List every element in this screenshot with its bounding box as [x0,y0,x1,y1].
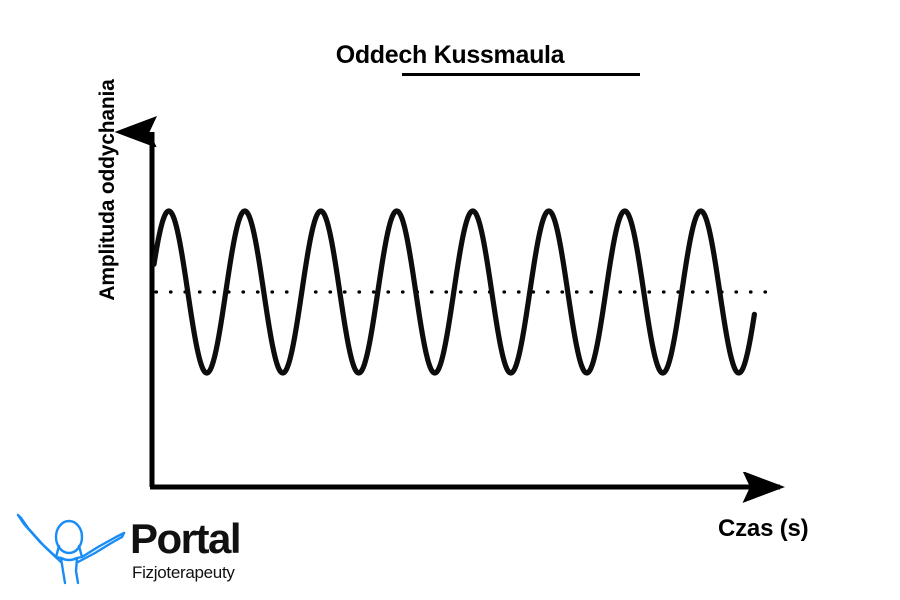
brand-logo: Portal Fizjoterapeuty [8,505,268,595]
breathing-waveform [151,208,757,376]
logo-wordmark: Portal [130,515,242,562]
logo-subtitle: Fizjoterapeuty [132,563,235,582]
title-underline [402,73,640,76]
x-axis-label: Czas (s) [718,515,809,542]
person-arms-raised-icon [16,513,126,585]
chart-title: Oddech Kussmaula [335,41,565,69]
